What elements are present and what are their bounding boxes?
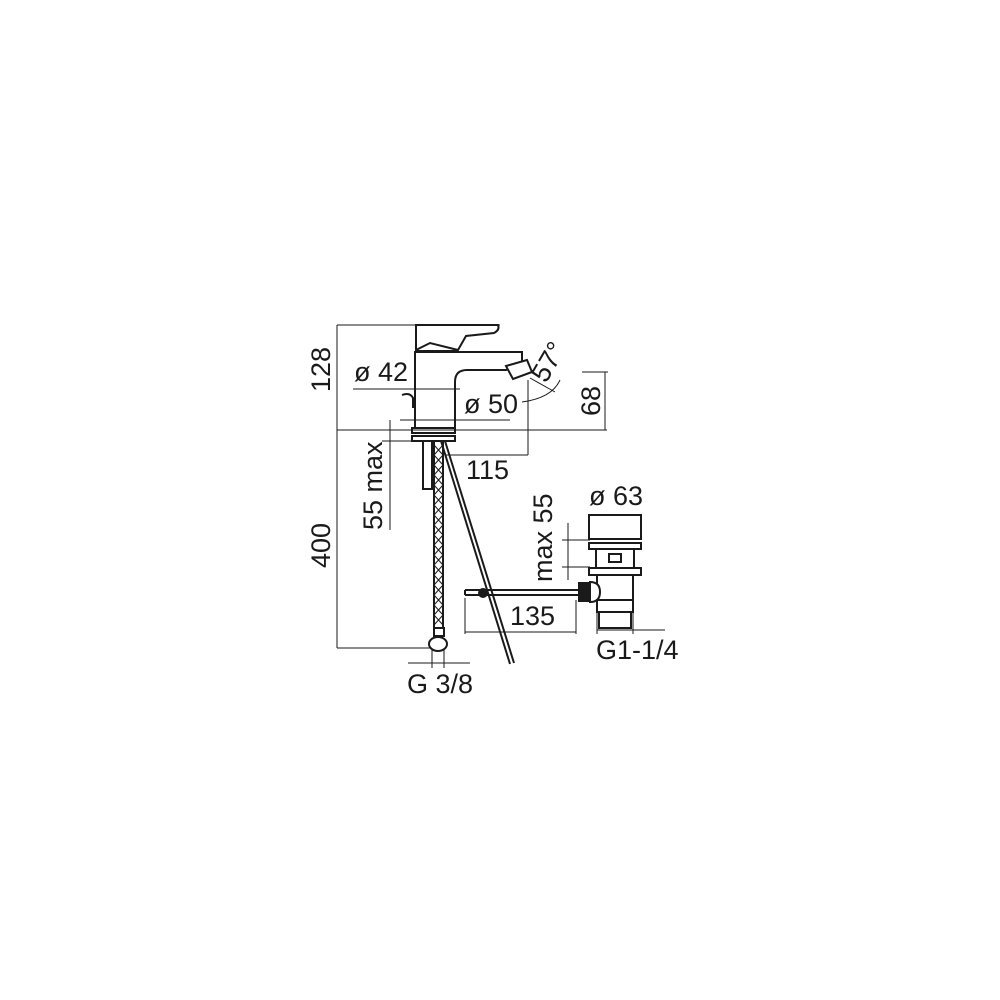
pop-up-waste [578, 514, 642, 629]
dim-waste-max-thickness: max 55 [528, 493, 558, 582]
pull-rod [440, 440, 515, 665]
braided-hose [433, 440, 444, 630]
pop-up-lever [401, 393, 414, 408]
threaded-rod [422, 440, 433, 490]
dim-hose-length: 400 [306, 523, 336, 568]
handle-joint [415, 341, 459, 351]
dim-body-diameter: ø 42 [354, 357, 408, 387]
waste-cap [588, 514, 642, 540]
dim-waste-thread: G1-1/4 [596, 635, 679, 665]
dim-waste-diameter: ø 63 [589, 481, 643, 511]
waste-flange [588, 567, 642, 576]
hose-ferrule [433, 627, 445, 637]
dim-hose-thread: G 3/8 [407, 669, 473, 699]
dimension-labels: 128 ø 42 ø 50 57° 68 115 55 max 400 G 3/… [306, 337, 679, 699]
hose-nut [428, 636, 448, 652]
dim-base-diameter: ø 50 [464, 389, 518, 419]
dim-rod-length: 135 [510, 601, 555, 631]
dimension-lines [336, 324, 665, 668]
waste-rod-connector [578, 582, 590, 602]
dim-spout-height: 68 [576, 386, 606, 416]
spout-nozzle [504, 358, 534, 381]
rod-joint-ball [478, 588, 488, 598]
dim-deck-thickness: 55 max [358, 441, 388, 530]
dim-height-total: 128 [306, 347, 336, 392]
dim-spout-reach: 115 [466, 455, 509, 485]
